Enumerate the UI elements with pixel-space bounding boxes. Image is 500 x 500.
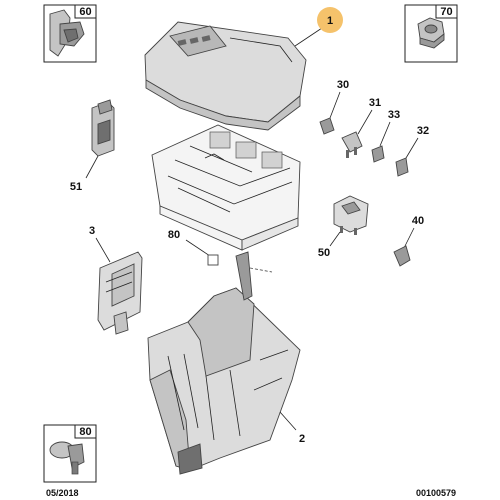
inset-60: 60	[43, 4, 97, 63]
part-30-fuse	[319, 117, 335, 135]
part-51-connector	[91, 99, 115, 157]
callout-51: 51	[70, 181, 82, 193]
callout-80: 80	[168, 229, 180, 241]
part-31-fuse	[341, 131, 363, 158]
part-80-clip	[207, 254, 219, 266]
callout-1-highlight	[317, 7, 343, 33]
callout-32: 32	[417, 125, 429, 137]
callout-1: 1	[327, 15, 333, 27]
callout-30: 30	[337, 79, 349, 91]
part-1-cover	[144, 21, 307, 131]
part-33-fuse	[371, 145, 385, 163]
fuse-box-housing	[151, 124, 301, 251]
callout-3: 3	[89, 225, 95, 237]
part-32-fuse	[395, 157, 409, 177]
part-3-bracket	[97, 251, 143, 335]
clip-60-icon	[49, 9, 85, 57]
part-40-fuse	[393, 245, 411, 267]
clip-80-icon	[49, 441, 85, 475]
inset-80-label: 80	[79, 426, 91, 438]
inset-60-label: 60	[79, 6, 91, 18]
part-2-tray	[147, 251, 301, 475]
footer-reference: 00100579	[416, 488, 456, 498]
inset-80: 80	[43, 424, 97, 483]
nut-70-icon	[417, 17, 445, 49]
footer-date: 05/2018	[46, 488, 79, 498]
callout-33: 33	[388, 109, 400, 121]
callout-50: 50	[318, 247, 330, 259]
callout-31: 31	[369, 97, 381, 109]
inset-70: 70	[404, 4, 458, 63]
callout-40: 40	[412, 215, 424, 227]
inset-70-label: 70	[440, 6, 452, 18]
callout-2: 2	[299, 433, 305, 445]
part-50-relay	[333, 195, 369, 235]
